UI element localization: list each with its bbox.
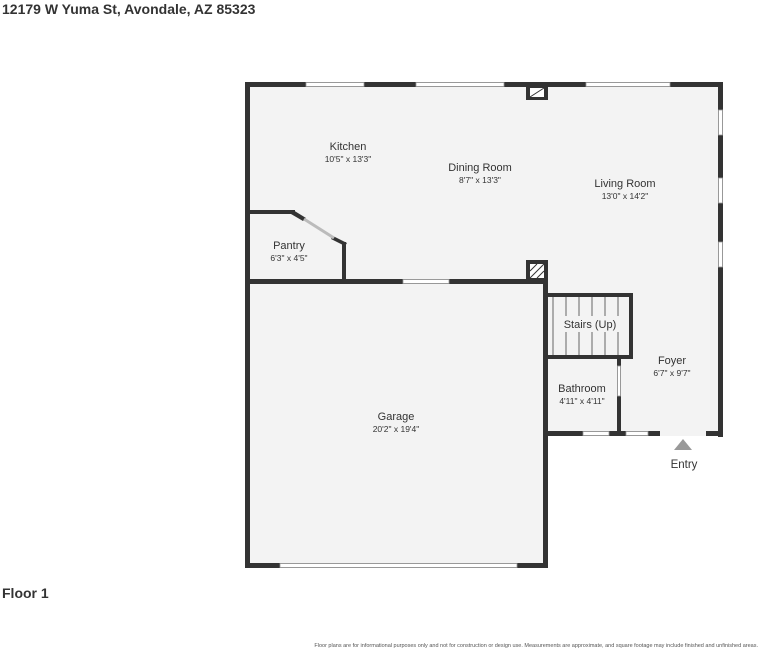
door-bath	[617, 365, 621, 397]
dining-dims: 8'7" x 13'3"	[459, 175, 501, 185]
column-bottom-hatch-1	[529, 263, 545, 279]
window-living-top	[585, 82, 671, 87]
wall-bath-right	[617, 359, 621, 436]
column-hatch	[529, 87, 545, 279]
bathroom-name: Bathroom	[558, 383, 606, 395]
door-garage-top	[402, 279, 450, 284]
wall-garage-top	[245, 279, 548, 284]
kitchen-name: Kitchen	[330, 141, 367, 153]
wall-left	[245, 82, 250, 568]
wall-stairs-right	[629, 293, 633, 359]
stairs-name: Stairs (Up)	[564, 319, 617, 331]
entry-arrow-icon	[674, 439, 692, 450]
wall-stairs-top	[543, 293, 633, 297]
floor-label: Floor 1	[2, 585, 49, 601]
window-right-3	[718, 241, 723, 268]
pantry-name: Pantry	[273, 240, 305, 252]
wall-garage-right	[543, 280, 548, 568]
foyer-name: Foyer	[658, 355, 686, 367]
stairs-label-bg	[558, 316, 622, 332]
window-bath-1	[582, 431, 610, 436]
window-garage-door	[279, 563, 518, 568]
window-bath-2	[625, 431, 649, 436]
living-dims: 13'0" x 14'2"	[602, 191, 649, 201]
pantry-dims: 6'3" x 4'5"	[270, 253, 307, 263]
window-kitchen	[305, 82, 365, 87]
window-dining	[415, 82, 505, 87]
living-name: Living Room	[594, 178, 655, 190]
wall-pantry-right	[342, 242, 346, 282]
entry-door-opening	[660, 431, 706, 436]
wall-stairs-bottom	[543, 355, 633, 359]
entry-label: Entry	[671, 459, 698, 471]
disclaimer: Floor plans are for informational purpos…	[314, 643, 758, 649]
column-bottom-hatch-2	[529, 263, 538, 272]
wall-pantry-diagonal	[291, 210, 306, 221]
pantry-door	[303, 217, 335, 240]
foyer-dims: 6'7" x 9'7"	[653, 368, 690, 378]
dining-name: Dining Room	[448, 162, 512, 174]
window-right-1	[718, 109, 723, 136]
garage-dims: 20'2" x 19'4"	[373, 424, 420, 434]
property-address: 12179 W Yuma St, Avondale, AZ 85323	[2, 1, 256, 17]
window-right-2	[718, 177, 723, 204]
column-top-hatch	[529, 87, 545, 98]
wall-pantry-top	[245, 210, 295, 214]
bathroom-dims: 4'11" x 4'11"	[559, 396, 604, 406]
garage-name: Garage	[378, 411, 415, 423]
column-bottom-hatch-3	[536, 270, 545, 279]
main-floor-fill	[248, 85, 720, 565]
floor-area	[248, 85, 720, 565]
windows	[279, 82, 723, 568]
kitchen-dims: 10'5" x 13'3"	[325, 154, 372, 164]
room-labels: Kitchen 10'5" x 13'3" Dining Room 8'7" x…	[270, 141, 697, 471]
